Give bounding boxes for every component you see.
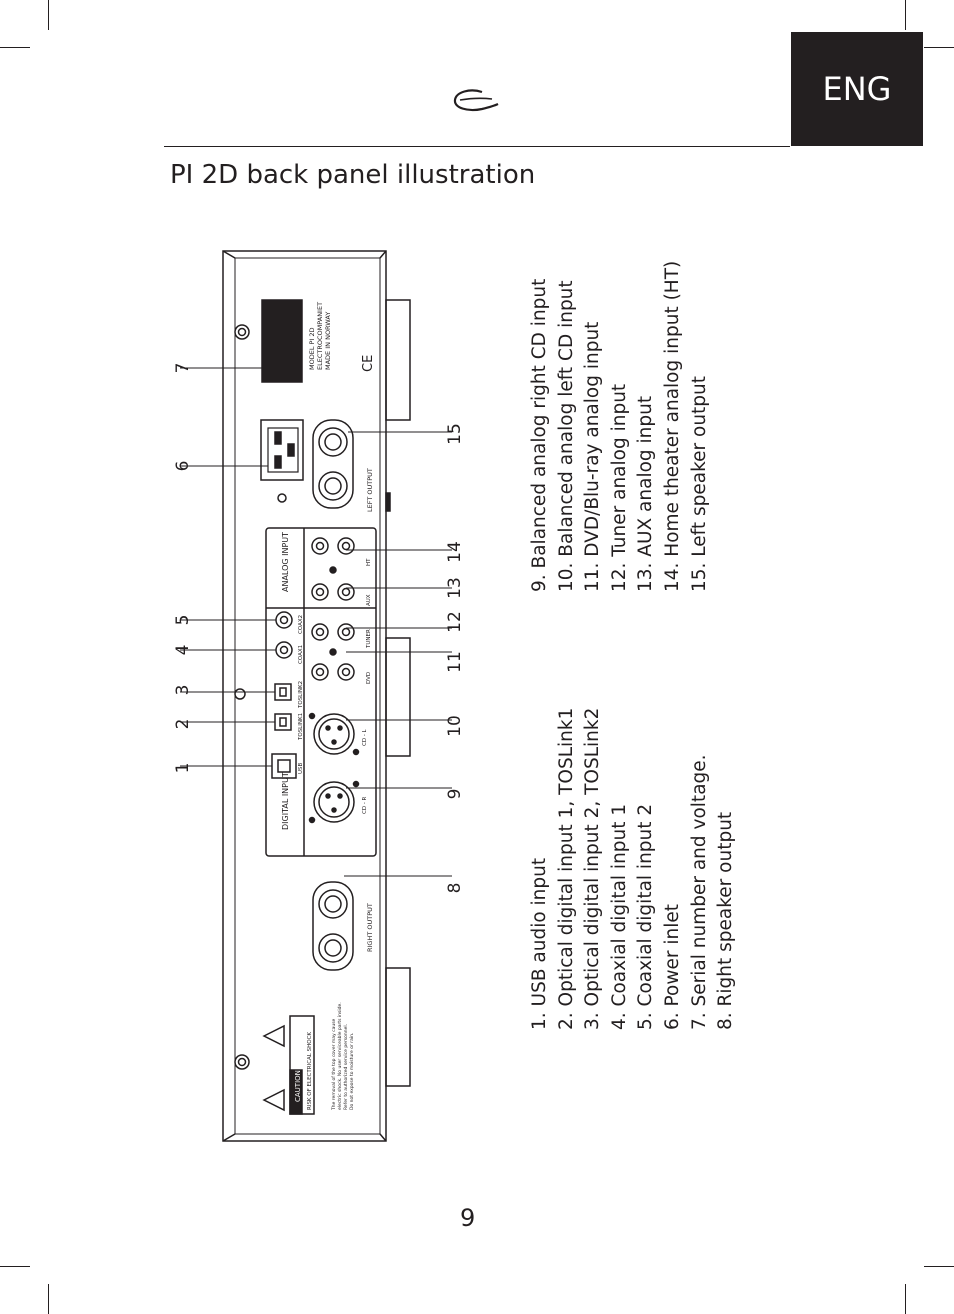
ht-label: HT [366,558,372,566]
crop-mark [48,0,49,30]
caution-sub-label: RISK OF ELECTRICAL SHOCK [307,1032,313,1110]
toslink2-port [274,683,292,701]
callout-number: 6 [173,460,193,472]
ce-mark: CE [361,355,376,372]
xlr-cd-r [308,780,360,824]
crop-mark [0,1266,30,1267]
callout-number: 12 [445,611,465,633]
callout-number: 14 [445,541,465,563]
callout-number: 10 [445,715,465,737]
list-item: 14. Home theater analog input (HT) [661,260,683,592]
callout-number: 13 [445,577,465,599]
right-speaker-output [312,881,354,971]
callout-number: 15 [445,423,465,445]
page-number: 9 [460,1204,476,1232]
back-panel-illustration: MODEL PI 2D ELECTROCOMPANIET MADE IN NOR… [180,250,452,1142]
crop-mark [0,47,30,48]
toslink2-label: TOSLINK2 [298,681,304,709]
language-tab: ENG [791,32,923,146]
rca-dvd [311,663,355,681]
cd-r-label: CD - R [362,796,368,814]
list-item: 3. Optical digital input 2, TOSLink2 [582,707,604,1030]
callout-number: 8 [445,882,465,894]
analog-input-label: ANALOG INPUT [281,532,290,592]
xlr-cd-l [308,712,360,756]
right-output-label: RIGHT OUTPUT [366,903,374,952]
warning-text: Do not expose to moisture or rain. [349,1033,355,1110]
item-list-left: 1. USB audio input 2. Optical digital in… [527,708,740,1030]
screw [234,324,250,340]
power-inlet [260,419,304,481]
crop-mark [905,1284,906,1314]
callout-number: 4 [173,644,193,656]
rca-ht [311,537,355,555]
callout-number: 2 [173,718,193,730]
warning-triangle-icon [262,1024,285,1048]
list-item: 7. Serial number and voltage. [688,754,710,1030]
list-item: 6. Power inlet [661,904,683,1030]
foot [385,967,411,1087]
list-item: 15. Left speaker output [688,375,710,592]
rca-tuner [311,623,355,641]
rca-aux [311,583,355,601]
list-item: 9. Balanced analog right CD input [529,278,550,592]
header-rule [164,146,790,147]
list-item: 13. AUX analog input [635,395,657,592]
screw [237,327,247,337]
crop-mark [905,0,906,30]
maker-label: ELECTROCOMPANIET [316,302,324,370]
tuner-label: TUNER [366,629,372,649]
callout-number: 9 [445,788,465,800]
warning-text: The removal of the top cover may cause [331,1018,337,1111]
aux-label: AUX [366,594,372,606]
model-label: MODEL PI 2D [308,327,316,370]
list-item: 10. Balanced analog left CD input [555,280,577,592]
foot [385,492,391,512]
callout-number: 7 [173,362,193,374]
caution-label: CAUTION [294,1070,302,1102]
left-speaker-output [312,419,354,509]
left-output-label: LEFT OUTPUT [366,468,374,512]
list-item: 12. Tuner analog input [608,383,630,592]
list-item: 1. USB audio input [529,857,550,1030]
coax1-label: COAX1 [298,645,304,664]
crop-mark [48,1284,49,1314]
list-item: 8. Right speaker output [715,811,737,1030]
chassis-inner [234,257,381,1135]
coax2-jack [275,611,293,629]
cd-l-label: CD - L [362,728,368,746]
screw [234,1054,250,1070]
foot [385,299,411,421]
toslink1-label: TOSLINK1 [298,713,304,741]
callout-number: 3 [173,684,193,696]
screw [234,688,246,700]
toslink1-port [274,713,292,731]
callout-number: 1 [173,762,193,774]
list-item: 4. Coaxial digital input 1 [608,803,630,1030]
coax2-label: COAX2 [298,615,304,634]
callout-number: 5 [173,614,193,626]
crop-mark [924,1266,954,1267]
serial-label [261,299,303,383]
digital-input-label: DIGITAL INPUT [281,772,290,830]
screw [237,1057,247,1067]
brand-logo [453,89,499,112]
warning-triangle-icon [262,1088,285,1112]
list-item: 11. DVD/Blu-ray analog input [582,321,604,592]
page-title: PI 2D back panel illustration [170,160,536,190]
callout-number: 11 [445,651,465,673]
item-list-right: 9. Balanced analog right CD input 10. Ba… [527,261,713,592]
dvd-label: DVD [366,672,372,684]
warning-text: Refer to authorized service personnel. [343,1024,349,1110]
usb-label: USB [298,762,304,774]
list-item: 5. Coaxial digital input 2 [635,803,657,1030]
coax1-jack [275,641,293,659]
crop-mark [924,47,954,48]
list-item: 2. Optical digital input 1, TOSLink1 [555,707,577,1030]
made-label: MADE IN NORWAY [324,312,332,370]
foot [385,637,411,757]
warning-text: electric shock. No user serviceable part… [337,1002,343,1110]
